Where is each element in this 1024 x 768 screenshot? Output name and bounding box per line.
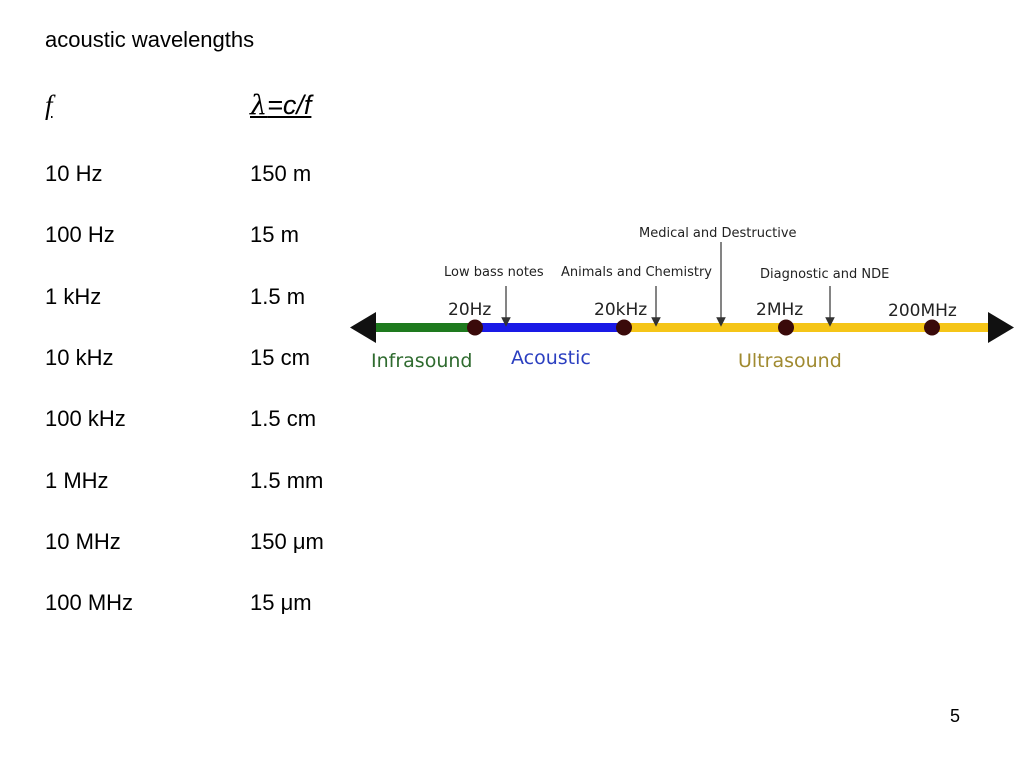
frequency-cell: 100 kHz <box>45 406 126 431</box>
left-arrow-icon <box>350 312 376 343</box>
tick-label-20hz: 20Hz <box>448 300 491 320</box>
wavelength-cell: 1.5 cm <box>250 406 317 431</box>
wavelength-cell: 150 μm <box>250 529 324 554</box>
frequency-cell: 1 MHz <box>45 468 109 493</box>
annotation-medical: Medical and Destructive <box>639 226 797 241</box>
tick-label-2mhz: 2MHz <box>756 300 803 320</box>
infrasound-band <box>374 323 475 332</box>
column-header-frequency: f <box>45 90 53 120</box>
lambda-symbol: λ <box>250 90 268 121</box>
frequency-cell: 100 Hz <box>45 222 115 247</box>
lambda-formula: =c/f <box>267 90 312 120</box>
acoustic-band <box>475 323 624 332</box>
annotation-diagnostic: Diagnostic and NDE <box>760 267 889 282</box>
frequency-cell: 10 Hz <box>45 161 103 186</box>
frequency-cell: 1 kHz <box>45 284 102 309</box>
page-number: 5 <box>950 706 961 726</box>
annotation-low-bass: Low bass notes <box>444 265 544 280</box>
slide-title: acoustic wavelengths <box>45 27 255 52</box>
right-arrow-icon <box>988 312 1014 343</box>
column-header-wavelength: λ=c/f <box>250 90 311 121</box>
annotation-animals: Animals and Chemistry <box>561 265 712 280</box>
wavelength-cell: 15 m <box>250 222 299 247</box>
wavelength-cell: 1.5 m <box>250 284 306 309</box>
wavelength-cell: 15 μm <box>250 590 312 615</box>
tick-marker-20hz <box>467 319 483 336</box>
wavelength-cell: 1.5 mm <box>250 468 324 493</box>
tick-marker-200mhz <box>924 319 940 336</box>
wavelength-cell: 15 cm <box>250 345 310 370</box>
tick-label-200mhz: 200MHz <box>888 301 957 321</box>
tick-marker-20khz <box>616 319 632 336</box>
band-label-acoustic: Acoustic <box>511 347 591 369</box>
frequency-cell: 10 kHz <box>45 345 114 370</box>
band-label-infrasound: Infrasound <box>371 350 472 372</box>
band-label-ultrasound: Ultrasound <box>738 350 842 372</box>
frequency-cell: 100 MHz <box>45 590 134 615</box>
acoustic-spectrum-diagram: 20Hz 20kHz 2MHz 200MHz Low bass notes An… <box>350 226 1014 372</box>
tick-marker-2mhz <box>778 319 794 336</box>
frequency-cell: 10 MHz <box>45 529 121 554</box>
tick-label-20khz: 20kHz <box>594 300 647 320</box>
ultrasound-band <box>624 323 988 332</box>
wavelength-cell: 150 m <box>250 161 312 186</box>
